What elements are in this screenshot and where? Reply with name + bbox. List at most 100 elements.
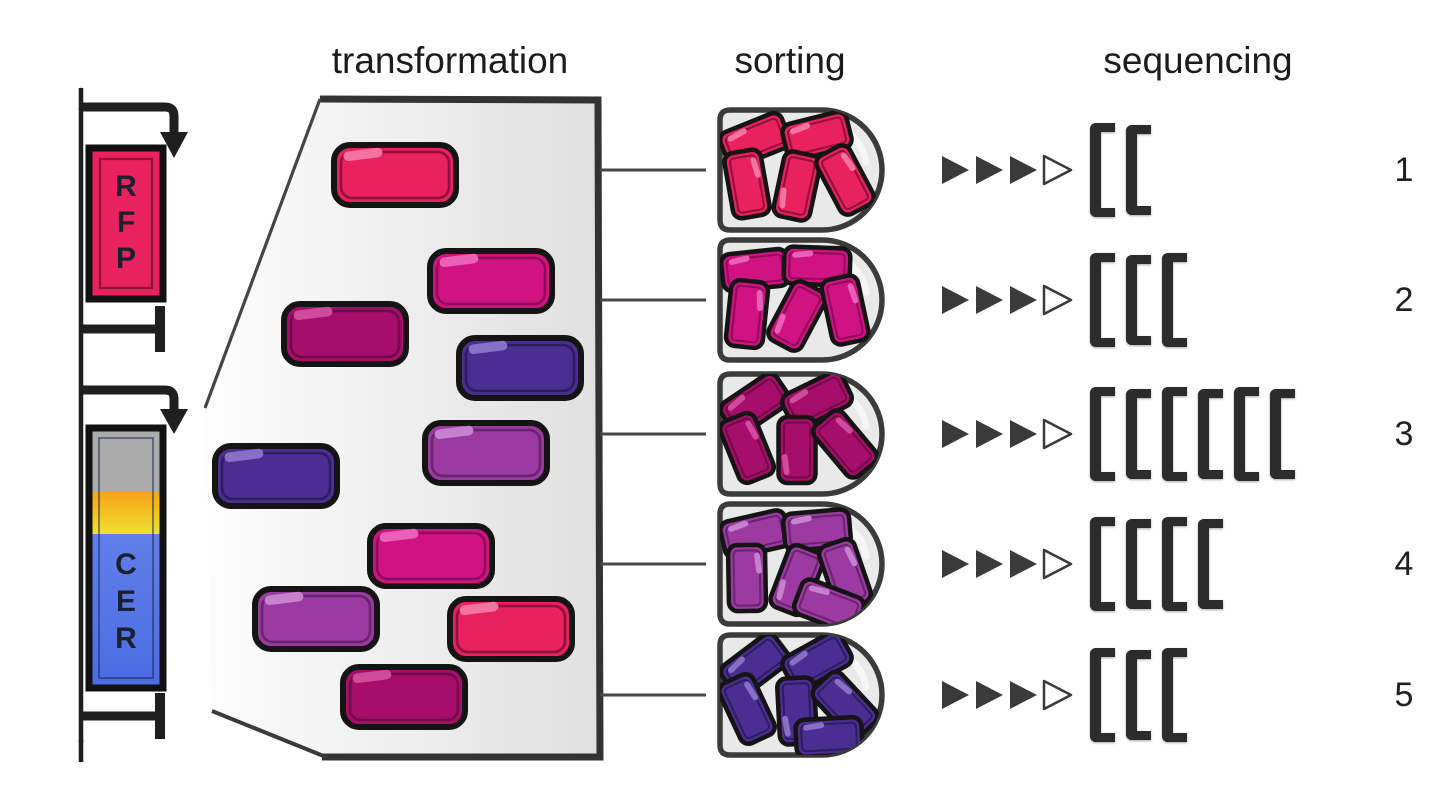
bracket-icon [1126, 389, 1151, 479]
arrow-filled-icon [942, 286, 969, 314]
arrow-hollow-icon [1042, 548, 1073, 580]
transformation-title: transformation [331, 40, 569, 81]
gene-letter: F [117, 206, 135, 239]
bracket-icon [1090, 517, 1115, 611]
promoter-arrowhead-2 [160, 409, 188, 434]
flask-cell [340, 664, 468, 730]
arrow-chains [942, 154, 1073, 711]
bin-cell [811, 408, 879, 480]
bracket-icon [1162, 648, 1187, 742]
sorting-bin-3 [717, 371, 885, 497]
rfp-inner-line [98, 157, 154, 290]
bracket-icon [1198, 389, 1223, 479]
bracket-icon [1126, 650, 1151, 740]
sequencing-read-group-3 [1090, 387, 1295, 481]
row-number: 2 [1394, 281, 1414, 319]
bin-cell [722, 147, 772, 221]
arrow-filled-icon [942, 681, 969, 709]
sequencing-title: sequencing [1103, 40, 1293, 81]
cer-inner-line [98, 437, 154, 679]
bin-cells [720, 110, 876, 223]
bin-cell [725, 542, 769, 614]
terminator-bar-1 [155, 306, 165, 352]
flask-cut-corner [211, 709, 327, 759]
bracket-icon [1162, 517, 1187, 611]
rfp-label: RFP [115, 170, 137, 275]
sorting-bin-1 [717, 107, 885, 233]
flask-cells [212, 142, 584, 730]
bracket-icon [1090, 253, 1115, 347]
cer-zone-orange [89, 492, 163, 534]
gene-letter: E [116, 585, 136, 618]
arrow-hollow-icon [1042, 418, 1073, 450]
bracket-icon [1270, 389, 1295, 479]
arrow-filled-icon [976, 681, 1003, 709]
sorting-bin-2 [717, 237, 885, 363]
row-number: 3 [1394, 415, 1414, 453]
sorting-title: sorting [734, 40, 846, 81]
bin-cell [814, 143, 876, 217]
arrow-hollow-icon [1042, 679, 1073, 711]
promoter-arrow-2 [82, 385, 179, 411]
sorting-bin-5 [717, 632, 885, 758]
arrow-filled-icon [942, 550, 969, 578]
gene-letter: C [115, 548, 137, 581]
arrow-filled-icon [1010, 156, 1037, 184]
arrow-filled-icon [1010, 286, 1037, 314]
backbone-tip-bottom [78, 740, 84, 764]
arrow-hollow-icon [1042, 154, 1073, 186]
gene-letter: R [115, 622, 137, 655]
rfp-gene-box [85, 144, 167, 303]
flask-cell [456, 335, 584, 401]
promoter-arrow-1 [82, 102, 179, 134]
bin-cells [720, 507, 874, 624]
bracket-icon [1090, 387, 1115, 481]
flask-cell [331, 142, 459, 208]
transformation-flask [203, 95, 604, 761]
terminator-bar-2 [155, 693, 165, 739]
arrow-filled-icon [942, 420, 969, 448]
bin-cell [793, 715, 865, 755]
arrow-filled-icon [1010, 681, 1037, 709]
bin-cell [819, 273, 871, 347]
bin-cell [720, 671, 778, 747]
construct-backbone: RFP CER [78, 86, 188, 764]
bin-cell [723, 277, 771, 351]
sequencing-read-group-5 [1090, 648, 1187, 742]
flask-outline [319, 95, 604, 761]
bracket-icon [1090, 123, 1115, 217]
sequencing-read-group-2 [1090, 253, 1187, 347]
flask-cell [281, 301, 409, 367]
bracket-icon [1126, 125, 1151, 215]
sequencing-read-group-4 [1090, 517, 1223, 611]
flask-cell [212, 443, 340, 509]
flask-cell [252, 586, 380, 652]
bracket-icon [1126, 255, 1151, 345]
row-number: 5 [1394, 676, 1414, 714]
gene-letter: P [116, 242, 136, 275]
arrow-filled-icon [976, 550, 1003, 578]
bin-cells [720, 244, 871, 353]
flask-cell [422, 420, 550, 486]
bin-cells [720, 374, 879, 486]
flask-cell [367, 523, 495, 589]
bin-cell [781, 507, 853, 553]
arrow-filled-icon [976, 420, 1003, 448]
bin-cell [771, 149, 823, 223]
arrow-filled-icon [1010, 550, 1037, 578]
bracket-icon [1198, 519, 1223, 609]
arrow-filled-icon [1010, 420, 1037, 448]
bracket-icon [1162, 387, 1187, 481]
bin-cell [781, 244, 853, 288]
row-number: 1 [1394, 151, 1414, 189]
cer-outer-border [85, 424, 167, 692]
arrow-filled-icon [942, 156, 969, 184]
promoter-arrowhead-1 [160, 132, 188, 158]
bracket-icon [1090, 648, 1115, 742]
arrow-filled-icon [976, 286, 1003, 314]
gene-letter: R [115, 170, 137, 203]
sorting-bin-4 [717, 501, 885, 627]
bin-cell [720, 410, 777, 486]
